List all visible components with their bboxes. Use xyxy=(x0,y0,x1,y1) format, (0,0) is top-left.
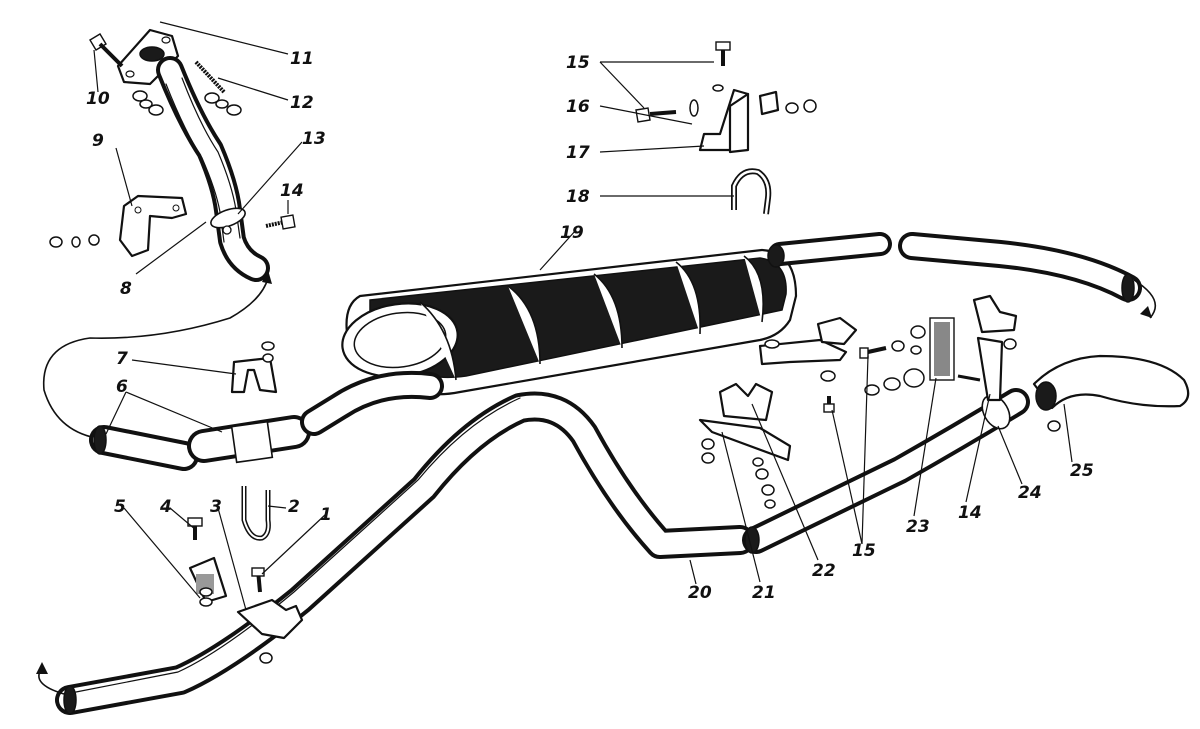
callout-10: 10 xyxy=(86,89,110,109)
hanger-assembly xyxy=(635,41,817,215)
rear-mount-hardware xyxy=(698,294,1018,509)
callout-6: 6 xyxy=(116,377,128,397)
callout-1: 1 xyxy=(320,505,332,525)
front-pipe-section xyxy=(89,415,311,471)
callout-20: 20 xyxy=(688,583,712,603)
callout-19: 19 xyxy=(560,223,584,243)
callout-13: 13 xyxy=(302,129,326,149)
callout-7: 7 xyxy=(116,349,128,369)
front-exhaust-pipe xyxy=(36,388,1030,715)
callout-21: 21 xyxy=(752,583,776,603)
leader-lines xyxy=(93,21,1073,611)
callout-14-upper: 14 xyxy=(280,181,304,201)
callout-2: 2 xyxy=(288,497,300,517)
downpipe-bracket xyxy=(49,194,188,258)
u-bolt xyxy=(241,486,271,541)
front-mount-hardware xyxy=(187,517,304,664)
exhaust-downpipe xyxy=(89,28,296,282)
callout-labels: 1 2 3 4 5 6 7 8 9 10 11 12 13 14 14 15 1… xyxy=(86,49,1094,603)
callout-15-lower: 15 xyxy=(852,541,876,561)
callout-3: 3 xyxy=(210,497,222,517)
callout-24: 24 xyxy=(1018,483,1042,503)
callout-25: 25 xyxy=(1070,461,1094,481)
callout-9: 9 xyxy=(92,131,104,151)
callout-5: 5 xyxy=(114,497,126,517)
callout-14-lower: 14 xyxy=(958,503,982,523)
callout-23: 23 xyxy=(906,517,930,537)
callout-8: 8 xyxy=(120,279,132,299)
tail-tip xyxy=(1032,354,1190,432)
callout-18: 18 xyxy=(566,187,590,207)
mount-bracket-7 xyxy=(230,341,278,394)
callout-22: 22 xyxy=(812,561,836,581)
callout-16: 16 xyxy=(566,97,590,117)
callout-11: 11 xyxy=(290,49,314,69)
rear-tailpipe xyxy=(898,232,1157,319)
callout-4: 4 xyxy=(159,497,172,517)
muffler xyxy=(300,232,892,436)
callout-15-upper: 15 xyxy=(566,53,590,73)
callout-12: 12 xyxy=(290,93,314,113)
routing-arrow-left xyxy=(42,270,272,439)
callout-17: 17 xyxy=(566,143,590,163)
